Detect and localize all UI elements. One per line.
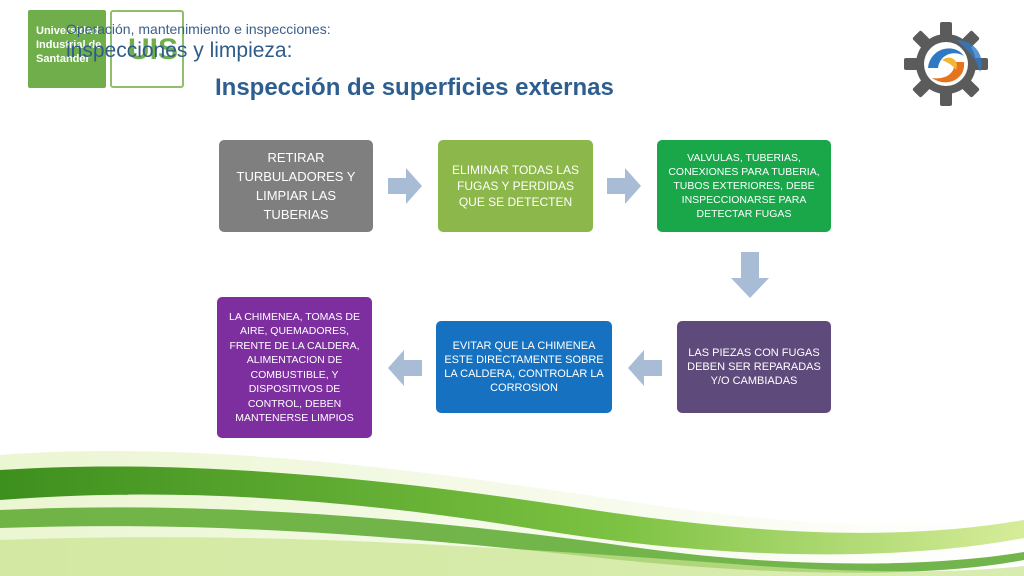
flow-step-6: LA CHIMENEA, TOMAS DE AIRE, QUEMADORES, … <box>217 297 372 438</box>
slide-title: Inspección de superficies externas <box>215 74 614 101</box>
arrow-left-icon <box>628 350 662 386</box>
section-subtitle: inspecciones y limpieza: <box>66 39 293 62</box>
flow-step-3: VALVULAS, TUBERIAS, CONEXIONES PARA TUBE… <box>657 140 831 232</box>
arrow-down-icon <box>731 252 769 298</box>
arrow-left-icon <box>388 350 422 386</box>
gear-logo-icon <box>904 22 988 106</box>
logo-line-2: Industrial de <box>36 39 102 51</box>
flow-step-1: RETIRAR TURBULADORES Y LIMPIAR LAS TUBER… <box>219 140 373 232</box>
logo-line-1: Universidad <box>36 25 99 37</box>
logo-frame <box>110 10 184 88</box>
university-logo: Universidad Industrial de Santander <box>28 10 106 88</box>
section-supertitle: Operación, mantenimiento e inspecciones: <box>66 21 331 37</box>
logo-line-3: Santander <box>36 53 90 65</box>
flow-step-5: EVITAR QUE LA CHIMENEA ESTE DIRECTAMENTE… <box>436 321 612 413</box>
flow-step-4: LAS PIEZAS CON FUGAS DEBEN SER REPARADAS… <box>677 321 831 413</box>
arrow-right-icon <box>388 168 422 204</box>
arrow-right-icon <box>607 168 641 204</box>
flow-step-2: ELIMINAR TODAS LAS FUGAS Y PERDIDAS QUE … <box>438 140 593 232</box>
